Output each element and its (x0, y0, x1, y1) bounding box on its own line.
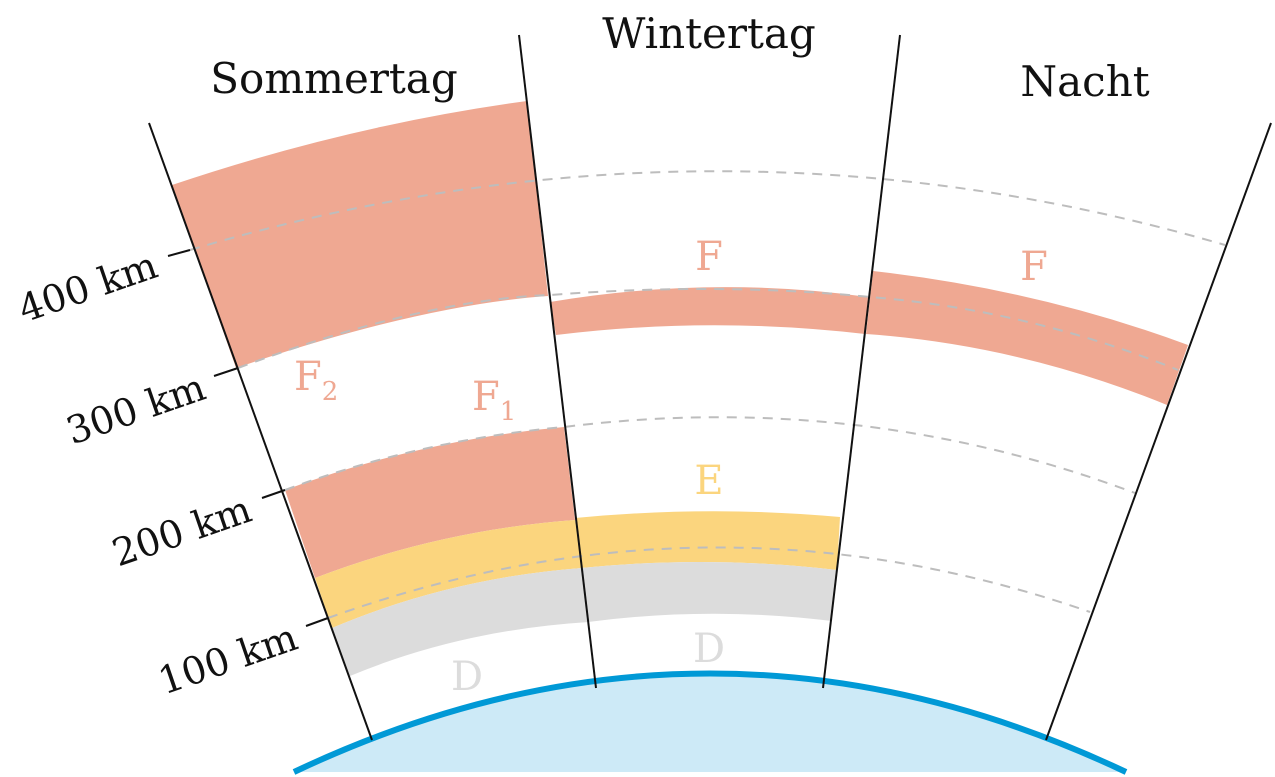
d-layer-winter (581, 561, 837, 622)
column-dividers (148, 34, 1272, 741)
layer-label-e-winter: E (694, 458, 723, 504)
tick-400km (167, 249, 191, 257)
tick-300km (213, 367, 239, 377)
layer-label-f1: F1 (472, 374, 516, 427)
layer-label-f2-letter: F (294, 354, 322, 400)
layer-label-f-night: F (1020, 244, 1048, 290)
f-layer-night (866, 271, 1188, 405)
guide-100km (327, 546, 1091, 619)
altitude-guides (189, 170, 1226, 619)
layer-label-f2-sub: 2 (322, 377, 339, 407)
layer-labels: F2 F1 F F E D D (294, 234, 1048, 700)
tick-200km (261, 489, 286, 499)
f-layer-winter (550, 287, 868, 335)
title-night: Nacht (1020, 57, 1149, 106)
e-layer-summer (315, 520, 582, 628)
divider-mid-left (518, 34, 597, 689)
layer-label-d-summer: D (451, 654, 483, 700)
altitude-label-200km: 200 km (107, 487, 257, 575)
winter-column-layers (550, 287, 868, 622)
divider-left (148, 122, 373, 741)
layer-label-f1-letter: F (472, 374, 500, 420)
e-layer-winter (575, 511, 840, 570)
guide-400km (189, 170, 1226, 251)
guide-200km (284, 416, 1136, 494)
altitude-label-300km: 300 km (61, 365, 211, 453)
altitude-ticks (167, 249, 329, 627)
layer-label-f2: F2 (294, 354, 338, 407)
night-column-layers (866, 271, 1188, 405)
divider-right (1045, 122, 1272, 741)
title-winter-day: Wintertag (602, 9, 816, 58)
d-layer-summer (332, 568, 589, 676)
column-titles: Sommertag Wintertag Nacht (210, 9, 1149, 106)
altitude-label-400km: 400 km (13, 243, 163, 331)
layer-label-d-winter: D (693, 626, 725, 672)
layer-label-f1-sub: 1 (500, 397, 517, 427)
title-summer-day: Sommertag (210, 54, 457, 103)
tick-100km (305, 617, 329, 627)
layer-label-f-winter: F (695, 234, 723, 280)
guide-300km (237, 287, 1179, 371)
earth-horizon-line (292, 670, 1128, 775)
altitude-label-100km: 100 km (153, 615, 303, 703)
summer-column-layers (172, 101, 589, 676)
earth (292, 670, 1128, 775)
f2-layer-summer (172, 101, 548, 368)
divider-mid-right (822, 34, 901, 689)
f1-layer-summer (285, 427, 575, 578)
